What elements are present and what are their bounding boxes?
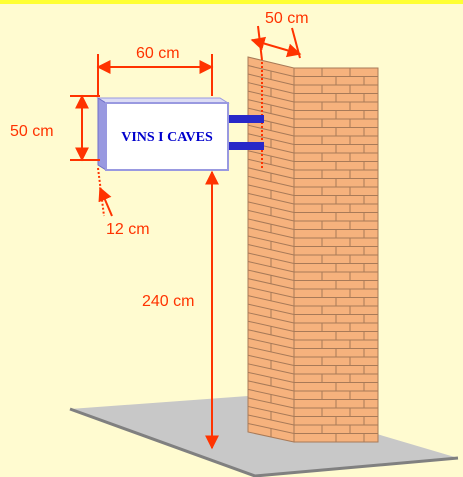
dim-mount-height-label: 240 cm bbox=[142, 293, 194, 310]
bracket-lower bbox=[218, 142, 264, 150]
ground-slab bbox=[70, 396, 458, 476]
bracket-upper bbox=[218, 115, 264, 123]
dim-thickness-label: 12 cm bbox=[106, 221, 150, 238]
dim-width-label: 60 cm bbox=[136, 45, 180, 62]
dim-depth-label: 50 cm bbox=[265, 10, 309, 27]
dim-height-label: 50 cm bbox=[10, 123, 54, 140]
wall-side-face bbox=[247, 56, 295, 443]
sign-front-face bbox=[105, 102, 229, 171]
dim-depth-arrow bbox=[250, 36, 302, 58]
top-border bbox=[0, 0, 463, 4]
wall-front-face bbox=[293, 67, 379, 443]
sign-text: VINS I CAVES bbox=[121, 130, 213, 145]
dim-thickness-arrow bbox=[98, 186, 113, 217]
ground-edge bbox=[69, 407, 459, 477]
